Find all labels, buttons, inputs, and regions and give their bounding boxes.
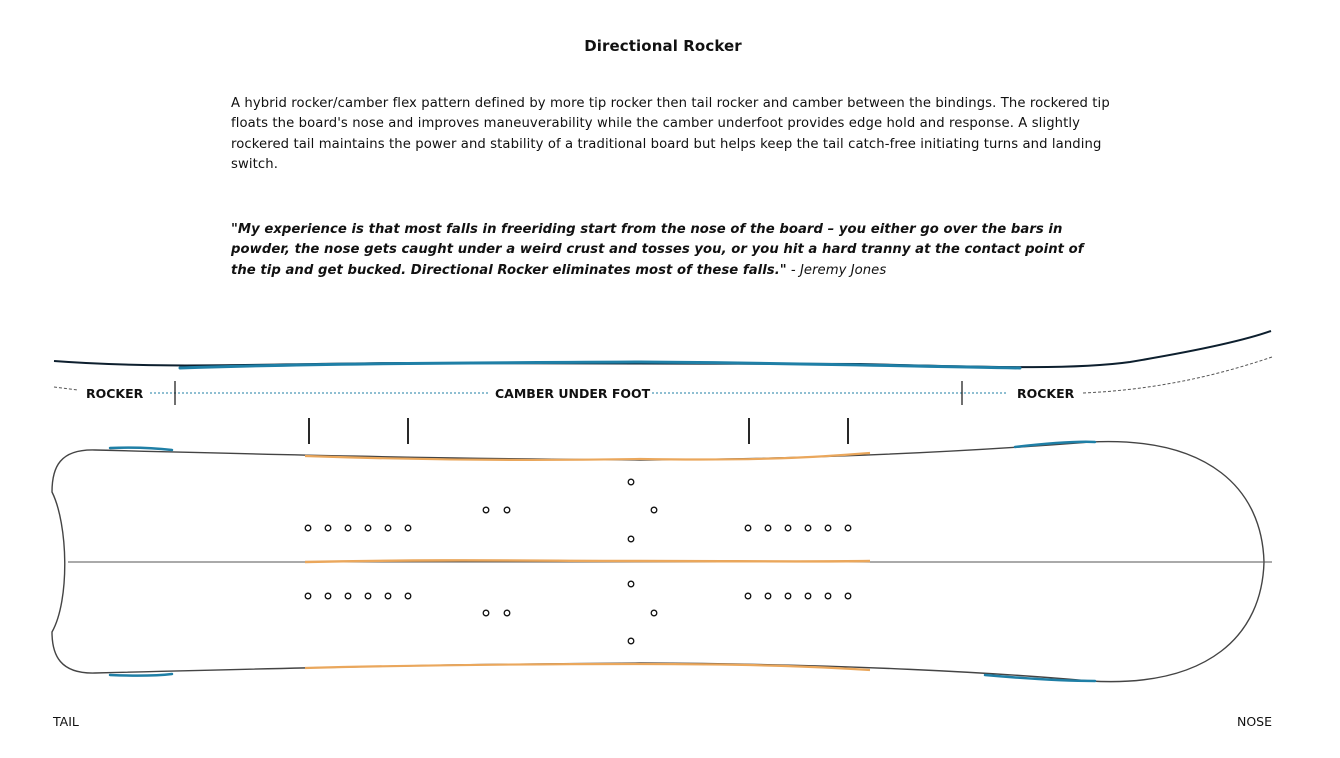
profile-camber-highlight <box>178 360 1022 370</box>
insert-hole <box>482 506 490 514</box>
insert-hole <box>744 524 752 532</box>
insert-hole <box>324 592 332 600</box>
insert-hole <box>344 524 352 532</box>
rocker-right-dash <box>1082 356 1273 394</box>
insert-hole <box>824 592 832 600</box>
insert-hole <box>627 478 635 486</box>
insert-hole <box>404 524 412 532</box>
description-text: A hybrid rocker/camber flex pattern defi… <box>231 96 1110 172</box>
quote-author: - Jeremy Jones <box>786 262 887 278</box>
insert-hole <box>324 524 332 532</box>
insert-hole <box>804 592 812 600</box>
label-camber-under-foot: CAMBER UNDER FOOT <box>495 386 651 401</box>
edge-highlight-top-nose <box>1013 440 1097 449</box>
insert-hole <box>404 592 412 600</box>
insert-hole <box>344 592 352 600</box>
quote-text: "My experience is that most falls in fre… <box>231 222 1084 278</box>
board-side-profile: ROCKER CAMBER UNDER FOOT ROCKER <box>53 330 1273 405</box>
insert-hole <box>744 592 752 600</box>
insert-hole <box>384 592 392 600</box>
insert-hole <box>764 592 772 600</box>
binding-markers <box>308 418 849 444</box>
insert-hole <box>304 592 312 600</box>
label-tail: TAIL <box>52 714 79 729</box>
insert-hole <box>364 524 372 532</box>
camber-highlight-bottom <box>304 662 871 672</box>
edge-highlight-bottom-tail <box>108 672 174 677</box>
insert-hole <box>650 609 658 617</box>
insert-hole <box>503 609 511 617</box>
insert-hole <box>482 609 490 617</box>
quote-block: "My experience is that most falls in fre… <box>231 220 1111 281</box>
insert-hole <box>844 592 852 600</box>
page-title: Directional Rocker <box>584 37 742 55</box>
rocker-left-dash <box>53 386 79 391</box>
insert-hole <box>804 524 812 532</box>
camber-highlight-center <box>304 559 871 564</box>
board-top-view <box>51 440 1272 683</box>
insert-hole <box>764 524 772 532</box>
edge-highlight-bottom-nose <box>983 673 1097 683</box>
label-rocker-tail: ROCKER <box>86 386 144 401</box>
insert-hole <box>650 506 658 514</box>
insert-hole <box>503 506 511 514</box>
insert-hole <box>784 524 792 532</box>
insert-hole <box>304 524 312 532</box>
edge-highlight-top-tail <box>108 446 174 452</box>
label-rocker-nose: ROCKER <box>1017 386 1075 401</box>
insert-hole <box>364 592 372 600</box>
insert-hole <box>784 592 792 600</box>
insert-hole <box>384 524 392 532</box>
label-nose: NOSE <box>1237 714 1272 729</box>
insert-hole <box>824 524 832 532</box>
insert-hole <box>627 637 635 645</box>
camber-highlight-top <box>304 451 871 462</box>
insert-holes <box>304 478 852 645</box>
insert-hole <box>627 535 635 543</box>
insert-hole <box>844 524 852 532</box>
insert-hole <box>627 580 635 588</box>
